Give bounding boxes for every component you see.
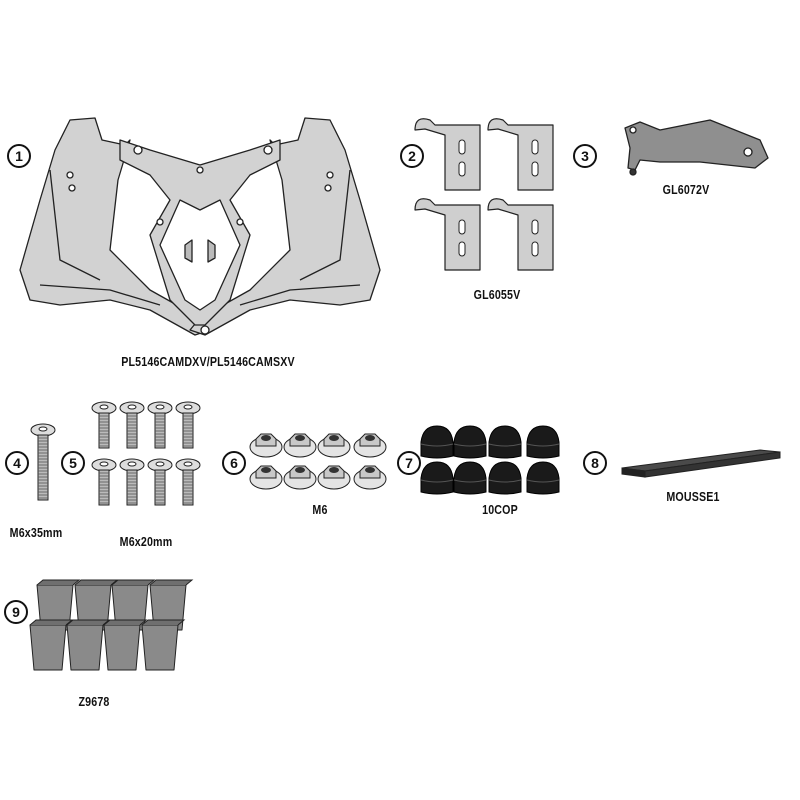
part-code-6: M6 xyxy=(312,502,328,517)
part-number-7: 7 xyxy=(397,451,421,475)
cap-nut-cover-icon xyxy=(488,425,522,459)
part-code-2: GL6055V xyxy=(473,287,521,302)
part-code-4: M6x35mm xyxy=(9,525,63,540)
part-number-2: 2 xyxy=(400,144,424,168)
cap-nut-cover-icon xyxy=(453,461,487,495)
rubber-pad-icon xyxy=(103,619,148,671)
countersunk-screw-icon xyxy=(147,458,173,506)
flange-nut-icon xyxy=(353,433,387,458)
countersunk-screw-icon xyxy=(119,458,145,506)
part-number-6: 6 xyxy=(222,451,246,475)
l-bracket-icon xyxy=(487,198,554,271)
rubber-pad-icon xyxy=(141,619,186,671)
cap-nut-cover-icon xyxy=(526,425,560,459)
part-number-9: 9 xyxy=(4,600,28,624)
cap-nut-cover-icon xyxy=(526,461,560,495)
l-bracket-icon xyxy=(487,118,554,191)
cap-nut-cover-icon xyxy=(420,461,454,495)
countersunk-screw-icon xyxy=(91,458,117,506)
rubber-pad-icon xyxy=(74,579,119,631)
part-code-8: MOUSSE1 xyxy=(666,489,720,504)
flange-nut-icon xyxy=(317,433,351,458)
part-code-7: 10COP xyxy=(482,502,518,517)
plate-bracket-icon xyxy=(624,119,769,176)
flange-nut-icon xyxy=(353,465,387,490)
part-code-5: M6x20mm xyxy=(119,534,173,549)
cap-nut-cover-icon xyxy=(453,425,487,459)
part-code-1: PL5146CAMDXV/PL5146CAMSXV xyxy=(121,354,295,369)
screws-group xyxy=(30,401,201,506)
part-number-8: 8 xyxy=(583,451,607,475)
rubber-pad-icon xyxy=(149,579,194,631)
flange-nut-icon xyxy=(249,433,283,458)
part-code-3: GL6072V xyxy=(662,182,710,197)
part-number-4: 4 xyxy=(5,451,29,475)
rubber-pad-icon xyxy=(29,619,74,671)
cap-nut-cover-icon xyxy=(420,425,454,459)
rubber-pad-set-icon xyxy=(29,579,194,671)
countersunk-screw-icon xyxy=(30,423,56,501)
rubber-pad-icon xyxy=(36,579,81,631)
part-number-3: 3 xyxy=(573,144,597,168)
rubber-pad-icon xyxy=(66,619,111,671)
cap-nut-cover-set-icon xyxy=(420,425,560,495)
flange-nut-icon xyxy=(283,433,317,458)
part-number-5: 5 xyxy=(61,451,85,475)
flange-nut-icon xyxy=(317,465,351,490)
side-frame-pair-icon xyxy=(19,117,381,336)
flange-nut-icon xyxy=(249,465,283,490)
rubber-pad-icon xyxy=(111,579,156,631)
countersunk-screw-icon xyxy=(175,458,201,506)
part-number-1: 1 xyxy=(7,144,31,168)
countersunk-screw-icon xyxy=(119,401,145,449)
foam-strip-icon xyxy=(621,449,781,478)
flange-nut-set-icon xyxy=(249,433,387,490)
flange-nut-icon xyxy=(283,465,317,490)
l-bracket-icon xyxy=(414,198,481,271)
countersunk-screw-icon xyxy=(91,401,117,449)
countersunk-screw-icon xyxy=(147,401,173,449)
l-bracket-icon xyxy=(414,118,481,191)
l-bracket-set-icon xyxy=(414,118,554,271)
cap-nut-cover-icon xyxy=(488,461,522,495)
part-code-9: Z9678 xyxy=(78,694,110,709)
countersunk-screw-icon xyxy=(175,401,201,449)
